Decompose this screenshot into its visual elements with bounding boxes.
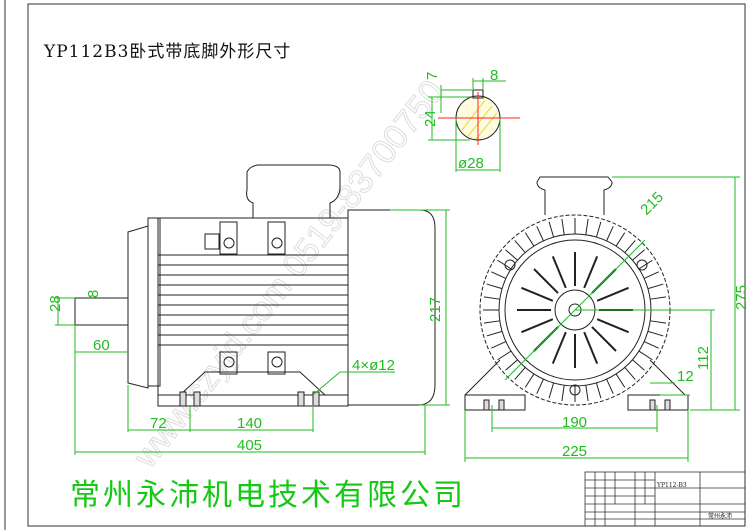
- housing-fin: [585, 218, 589, 235]
- dim-front-foot-spacing: 190: [562, 414, 587, 431]
- side-view: [74, 164, 436, 407]
- dim-holes: 4×ø12: [352, 357, 395, 374]
- housing-fin: [624, 240, 636, 253]
- side-view-dims: [55, 209, 450, 455]
- fan-spoke: [596, 286, 629, 302]
- dim-shaft-dia-side: 28: [47, 295, 64, 312]
- housing-fin: [595, 221, 602, 238]
- housing-fin: [561, 385, 565, 402]
- dim-height: 217: [427, 297, 444, 322]
- housing-fin: [615, 232, 626, 247]
- dim-key-depth: 7: [424, 72, 441, 80]
- housing-fin: [524, 232, 535, 247]
- housing-fin: [486, 330, 503, 337]
- fan-spoke: [551, 256, 567, 289]
- housing-fin: [615, 373, 626, 388]
- watermark: www.czyjd.com 0519-83700750: [126, 73, 452, 475]
- housing-fin: [505, 359, 518, 371]
- sheet-frame: [4, 0, 746, 530]
- housing-fin: [561, 218, 565, 235]
- dim-key-width: 8: [490, 67, 498, 84]
- drawing-title: YP112B3卧式带底脚外形尺寸: [44, 42, 292, 62]
- housing-fin: [548, 221, 555, 238]
- housing-fin: [638, 259, 653, 270]
- dim-key-height: 24: [422, 110, 439, 127]
- housing-fin: [536, 378, 544, 394]
- fan-spoke: [533, 268, 559, 294]
- housing-fin: [643, 341, 659, 349]
- front-view: [464, 176, 689, 411]
- housing-fin: [536, 226, 544, 242]
- dim-total-height: 275: [733, 285, 750, 310]
- title-block-company: 常州永沛: [708, 512, 732, 520]
- dim-foot-thickness: 12: [677, 368, 694, 385]
- housing-fin: [491, 271, 507, 279]
- cooling-fins: [158, 254, 348, 346]
- title-block-model: YP112-B3: [656, 482, 687, 489]
- fan-spoke: [591, 326, 617, 352]
- company-name: 常州永沛机电技术有限公司: [70, 478, 466, 513]
- fan-spoke: [521, 286, 554, 302]
- fan-spoke: [521, 318, 554, 334]
- dim-foot-offset: 72: [150, 415, 167, 432]
- shaft-section: [438, 89, 520, 145]
- fan-spoke: [596, 318, 629, 334]
- shaft-dims: [428, 78, 506, 172]
- fan-spoke: [583, 256, 599, 289]
- front-view-dims: [464, 176, 740, 462]
- dim-shaft-diameter: ø28: [458, 155, 484, 172]
- housing-fin: [548, 382, 555, 399]
- housing-fin: [650, 296, 667, 300]
- dim-center-height: 112: [695, 346, 712, 370]
- housing-fin: [491, 341, 507, 349]
- housing-fin: [524, 373, 535, 388]
- housing-fin: [486, 283, 503, 290]
- housing-fin: [505, 249, 518, 261]
- housing-fins: [483, 218, 667, 402]
- dim-total-width: 225: [562, 443, 587, 460]
- housing-fin: [650, 320, 667, 324]
- dim-key-side: 8: [85, 290, 102, 298]
- housing-fin: [514, 240, 526, 253]
- housing-fin: [632, 359, 645, 371]
- dim-foot-spacing: 140: [237, 415, 262, 432]
- housing-fin: [606, 378, 614, 394]
- housing-fin: [483, 320, 500, 324]
- dim-flange: 215: [637, 189, 667, 219]
- housing-fin: [585, 385, 589, 402]
- housing-fin: [643, 271, 659, 279]
- housing-fin: [497, 259, 512, 270]
- housing-fin: [497, 350, 512, 361]
- housing-fin: [632, 249, 645, 261]
- title-block: [584, 471, 746, 527]
- fan-spoke: [583, 331, 599, 364]
- housing-fin: [483, 296, 500, 300]
- housing-fin: [595, 382, 602, 399]
- housing-fin: [514, 367, 526, 380]
- housing-fin: [647, 330, 664, 337]
- fan-spoke: [551, 331, 567, 364]
- housing-fin: [647, 283, 664, 290]
- dim-shaft-length: 60: [93, 337, 110, 354]
- housing-fin: [624, 367, 636, 380]
- housing-fin: [638, 350, 653, 361]
- housing-fin: [606, 226, 614, 242]
- dim-total-length: 405: [237, 437, 262, 454]
